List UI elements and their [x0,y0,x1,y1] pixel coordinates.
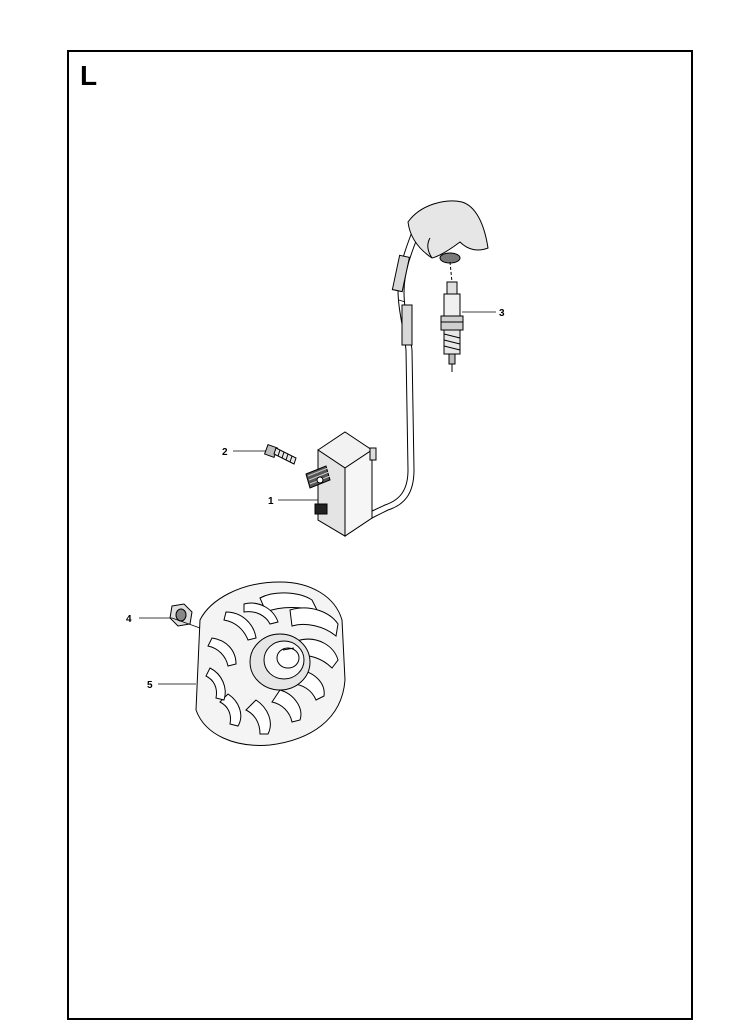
spark-plug [440,281,464,372]
callout-1: 1 [268,496,274,507]
screw [263,443,297,465]
callout-2: 2 [222,447,228,458]
leader-lines [139,311,496,685]
lamination-clip [305,465,331,489]
flywheel [195,581,346,746]
ignition-module [314,431,377,537]
callout-4: 4 [126,614,132,625]
nut [169,603,193,627]
spark-plug-boot [407,200,489,283]
callout-5: 5 [147,680,153,691]
section-letter: L [80,60,98,91]
callout-3: 3 [499,308,505,319]
ignition-cable [369,231,419,519]
